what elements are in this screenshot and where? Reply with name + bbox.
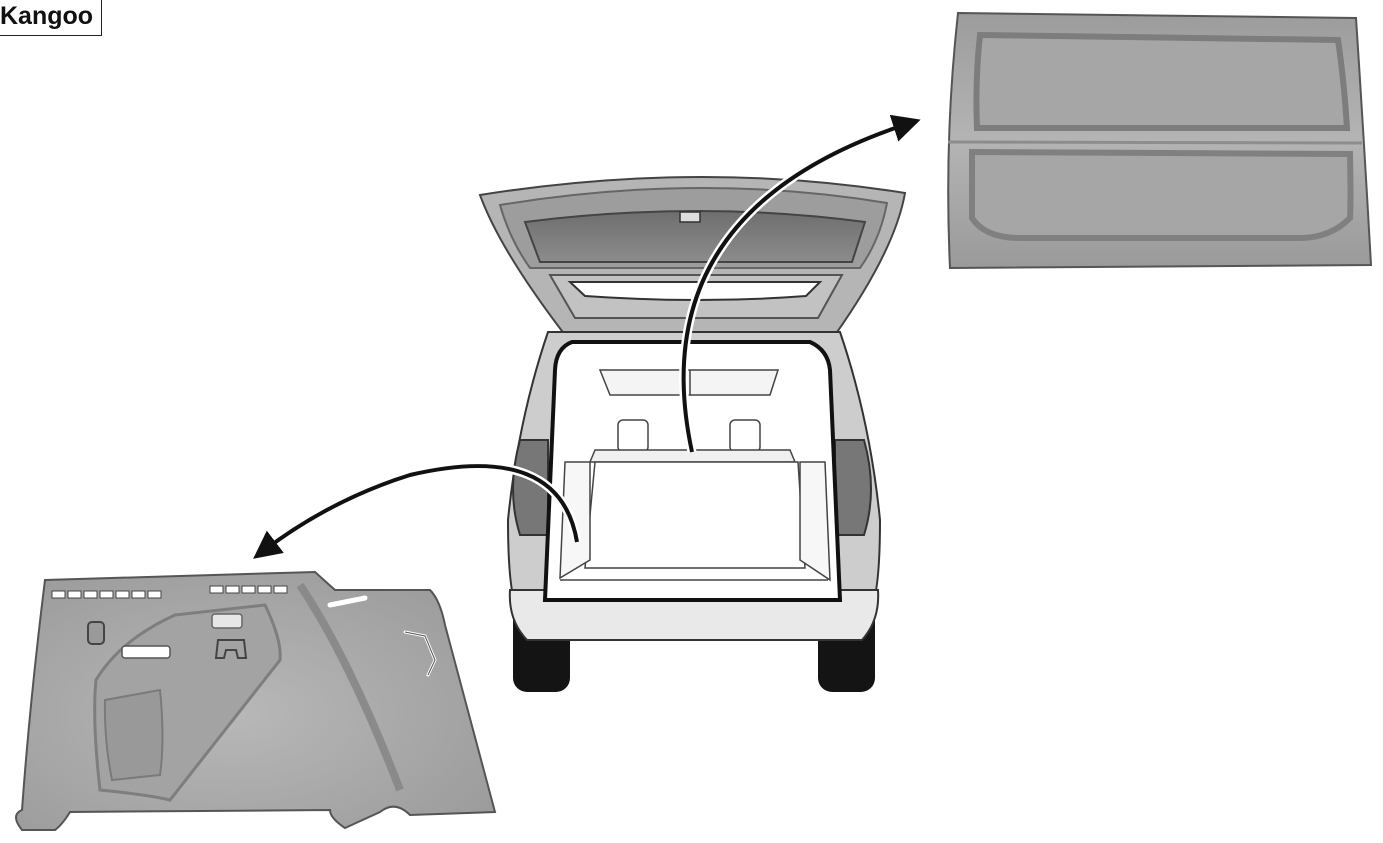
right-tail-light [835, 440, 871, 535]
parcel-shelf [948, 13, 1371, 268]
boot-side-trim-panel [16, 572, 495, 830]
